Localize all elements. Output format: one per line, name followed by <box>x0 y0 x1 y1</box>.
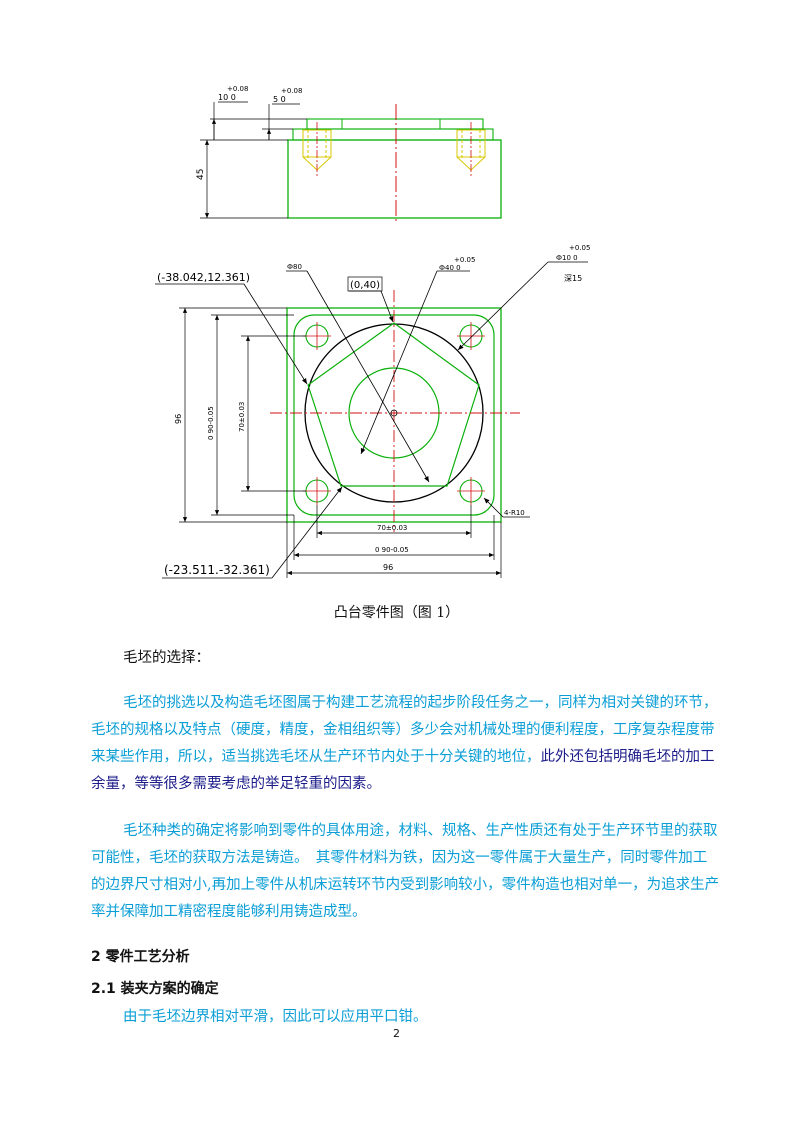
paragraph-1-blue: 毛坯的挑选以及构造毛坯图属于构建工艺流程的起步阶段任务之一，同样为相对关键的环节… <box>91 695 718 765</box>
figure-caption: 凸台零件图（图 1） <box>333 605 460 621</box>
label-phi10: Ф10 0 <box>556 254 578 262</box>
paragraph-1-navy: 此外还包括明确毛坯的加工余量，等等很多需要考虑的举足轻重的因素。 <box>91 749 715 792</box>
page-number: 2 <box>393 1027 400 1040</box>
label-phi40-tol: +0.05 <box>454 256 475 264</box>
label-point-1: (-38.042,12.361) <box>157 271 250 284</box>
dim-h96: 96 <box>174 414 183 424</box>
dim-height-45: 45 <box>196 169 206 180</box>
dim-tol-a: +0.08 <box>227 85 248 93</box>
side-hole-right <box>456 129 486 171</box>
label-depth: 深15 <box>564 274 582 283</box>
dim-base-a: 10 0 <box>218 93 236 102</box>
side-step-1 <box>292 128 494 141</box>
dim-w90: 0 90-0.05 <box>375 546 409 554</box>
paragraph-1: 毛坯的挑选以及构造毛坯图属于构建工艺流程的起步阶段任务之一，同样为相对关键的环节… <box>91 690 721 798</box>
label-r10: 4-R10 <box>504 509 525 517</box>
section-2-heading: 2 零件工艺分析 <box>91 949 190 965</box>
label-phi80: Ф80 <box>287 263 302 271</box>
label-phi40: Ф40 0 <box>439 264 461 272</box>
part-drawing: +0.08 10 0 +0.08 5 0 45 <box>155 85 590 579</box>
paragraph-2: 毛坯种类的确定将影响到零件的具体用途，材料、规格、生产性质还有处于生产环节里的获… <box>91 823 720 920</box>
blank-selection-heading: 毛坯的选择： <box>123 650 210 666</box>
label-point-2: (-23.511.-32.361) <box>164 563 270 577</box>
side-step-2 <box>306 118 484 130</box>
label-phi10-tol: +0.05 <box>569 244 590 252</box>
section-2-1-heading: 2.1 装夹方案的确定 <box>91 981 219 997</box>
side-base <box>287 139 502 219</box>
section-2-1-text: 由于毛坯边界相对平滑，因此可以应用平口钳。 <box>123 1009 428 1025</box>
dim-base-b: 5 0 <box>273 95 286 104</box>
dim-h70: 70±0.03 <box>238 402 246 432</box>
dim-h90: 0 90-0.05 <box>207 406 215 440</box>
top-view: (-38.042,12.361) Ф80 (0,40) +0.05 Ф40 0 … <box>155 244 590 579</box>
label-point-top: (0,40) <box>350 280 380 291</box>
dim-tol-b: +0.08 <box>281 87 302 95</box>
dim-w96: 96 <box>383 563 393 572</box>
side-view: +0.08 10 0 +0.08 5 0 45 <box>196 85 502 222</box>
dim-w70: 70±0.03 <box>377 524 407 532</box>
